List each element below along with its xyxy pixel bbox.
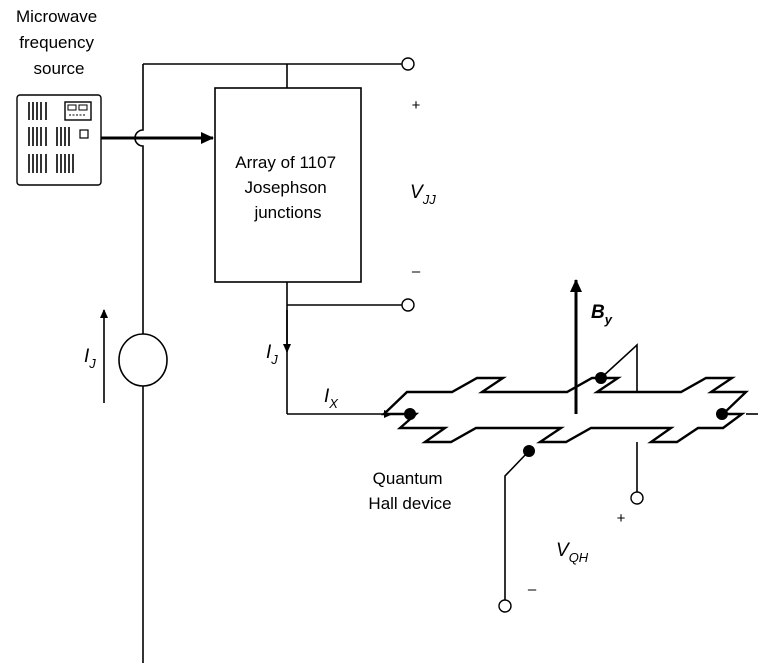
microwave-source-icon: [16, 94, 102, 186]
array-label: Array of 1107 Josephson junctions: [235, 153, 341, 222]
array-label-line2: Josephson: [245, 178, 327, 197]
hall-bar-device: [381, 376, 749, 444]
vqh-label: VQH: [556, 540, 589, 565]
vqh-plus-terminal: [630, 491, 644, 505]
vqh-plus-label: +: [617, 510, 626, 527]
contact-left: [404, 408, 416, 420]
source-label: Microwave frequency source: [16, 7, 102, 78]
source-label-line2: frequency: [19, 33, 94, 52]
device-label-line2: Hall device: [368, 494, 451, 513]
vjj-plus-label: +: [412, 97, 421, 114]
josephson-array-box: [214, 87, 362, 283]
ij-left-label: IJ: [84, 346, 96, 371]
source-label-line1: Microwave: [16, 7, 97, 26]
source-label-line3: source: [33, 59, 84, 78]
vjj-minus-label: –: [412, 263, 421, 280]
bottom-probe-lead: [504, 450, 530, 600]
vjj-label: VJJ: [410, 182, 436, 207]
vjj-plus-terminal: [401, 57, 415, 71]
device-label-line1: Quantum: [373, 469, 443, 488]
ix-label: IX: [324, 386, 339, 411]
array-label-line3: junctions: [253, 203, 321, 222]
array-label-line1: Array of 1107: [235, 153, 336, 172]
by-label: By: [591, 302, 613, 327]
vjj-minus-terminal: [401, 298, 415, 312]
contact-right: [716, 408, 728, 420]
vqh-minus-label: –: [528, 581, 537, 598]
top-probe-lead: [600, 343, 638, 392]
device-label: Quantum Hall device: [368, 469, 451, 513]
left-wire: [134, 64, 144, 338]
current-source: [118, 333, 168, 387]
vqh-minus-terminal: [498, 599, 512, 613]
ij-right-label: IJ: [266, 342, 278, 367]
